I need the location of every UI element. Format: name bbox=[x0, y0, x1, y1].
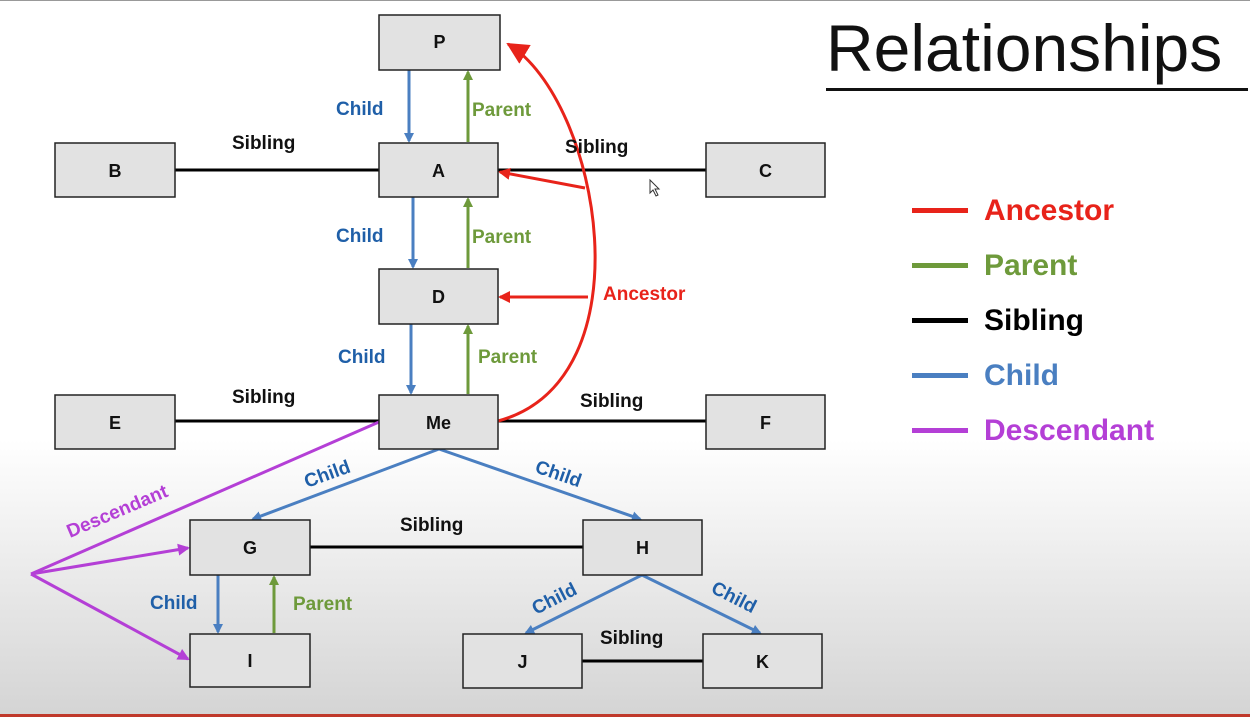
edge-h-k-child bbox=[641, 573, 762, 635]
title-underline bbox=[826, 88, 1248, 91]
ancestor-edges bbox=[497, 42, 597, 423]
legend-label-sibling: Sibling bbox=[984, 303, 1084, 337]
node-h-label: H bbox=[636, 538, 649, 558]
node-e: E bbox=[54, 394, 176, 450]
legend-label-ancestor: Ancestor bbox=[984, 193, 1115, 227]
node-j-label: J bbox=[517, 652, 527, 672]
edge-me-p-ancestor bbox=[497, 42, 597, 423]
label-child-p-a: Child bbox=[336, 99, 384, 120]
label-child-d-me: Child bbox=[338, 347, 386, 368]
node-f: F bbox=[705, 394, 826, 450]
node-a: A bbox=[378, 142, 499, 198]
nodes: P A B C D Me E F bbox=[54, 14, 826, 689]
legend-item-ancestor: Ancestor bbox=[912, 183, 1154, 238]
legend-swatch-descendant bbox=[912, 428, 968, 433]
label-ancestor: Ancestor bbox=[603, 284, 686, 305]
legend-label-descendant: Descendant bbox=[984, 413, 1155, 447]
legend-item-descendant: Descendant bbox=[912, 403, 1154, 458]
label-sibling-g-h: Sibling bbox=[400, 515, 463, 536]
mouse-cursor-icon bbox=[649, 178, 661, 197]
label-sibling-j-k: Sibling bbox=[600, 628, 663, 649]
label-parent-i-g: Parent bbox=[293, 594, 353, 615]
node-c-label: C bbox=[759, 161, 772, 181]
legend-swatch-parent bbox=[912, 263, 968, 268]
node-k-label: K bbox=[756, 652, 769, 672]
legend-swatch-ancestor bbox=[912, 208, 968, 213]
legend-item-child: Child bbox=[912, 348, 1154, 403]
sibling-edges bbox=[175, 168, 706, 663]
legend-item-parent: Parent bbox=[912, 238, 1154, 293]
node-p-label: P bbox=[433, 32, 445, 52]
node-g: G bbox=[189, 519, 311, 576]
legend-label-child: Child bbox=[984, 358, 1059, 392]
label-child-g-i: Child bbox=[150, 593, 198, 614]
node-d: D bbox=[378, 268, 499, 325]
legend-label-parent: Parent bbox=[984, 248, 1078, 282]
label-descendant: Descendant bbox=[64, 481, 172, 543]
page-title: Relationships bbox=[826, 11, 1223, 85]
edge-me-h-child bbox=[438, 447, 642, 522]
top-border bbox=[0, 0, 1250, 1]
edge-descendant-i bbox=[30, 572, 190, 661]
label-sibling-me-f: Sibling bbox=[580, 391, 643, 412]
bottom-border bbox=[0, 714, 1250, 717]
node-c: C bbox=[705, 142, 826, 198]
edge-descendant-g bbox=[30, 543, 190, 576]
descendant-edges bbox=[30, 420, 380, 661]
node-p: P bbox=[378, 14, 501, 71]
node-g-label: G bbox=[243, 538, 257, 558]
node-i: I bbox=[189, 633, 311, 688]
node-b-label: B bbox=[109, 161, 122, 181]
label-parent-me-d: Parent bbox=[478, 347, 538, 368]
node-me: Me bbox=[378, 394, 499, 450]
edge-a-ancestor bbox=[498, 167, 586, 190]
legend-swatch-sibling bbox=[912, 318, 968, 323]
legend-item-sibling: Sibling bbox=[912, 293, 1154, 348]
node-e-label: E bbox=[109, 413, 121, 433]
label-child-h-j: Child bbox=[529, 579, 581, 619]
node-f-label: F bbox=[760, 413, 771, 433]
edge-h-j-child bbox=[524, 573, 643, 635]
label-sibling-a-c: Sibling bbox=[565, 137, 628, 158]
edge-me-descendant bbox=[30, 420, 380, 576]
label-parent-a-p: Parent bbox=[472, 100, 532, 121]
node-a-label: A bbox=[432, 161, 445, 181]
node-d-label: D bbox=[432, 287, 445, 307]
parent-edges bbox=[269, 70, 473, 633]
label-parent-d-a: Parent bbox=[472, 227, 532, 248]
label-sibling-b-a: Sibling bbox=[232, 133, 295, 154]
child-edges bbox=[213, 70, 762, 635]
label-child-me-h: Child bbox=[532, 457, 584, 492]
node-i-label: I bbox=[247, 651, 252, 671]
node-h: H bbox=[582, 519, 703, 576]
legend: Ancestor Parent Sibling Child Descendant bbox=[912, 183, 1154, 458]
legend-swatch-child bbox=[912, 373, 968, 378]
node-me-label: Me bbox=[426, 413, 451, 433]
label-child-a-d: Child bbox=[336, 226, 384, 247]
label-child-me-g: Child bbox=[302, 457, 354, 493]
edge-me-g-child bbox=[251, 447, 440, 521]
node-k: K bbox=[702, 633, 823, 689]
node-j: J bbox=[462, 633, 583, 689]
label-sibling-e-me: Sibling bbox=[232, 387, 295, 408]
node-b: B bbox=[54, 142, 176, 198]
